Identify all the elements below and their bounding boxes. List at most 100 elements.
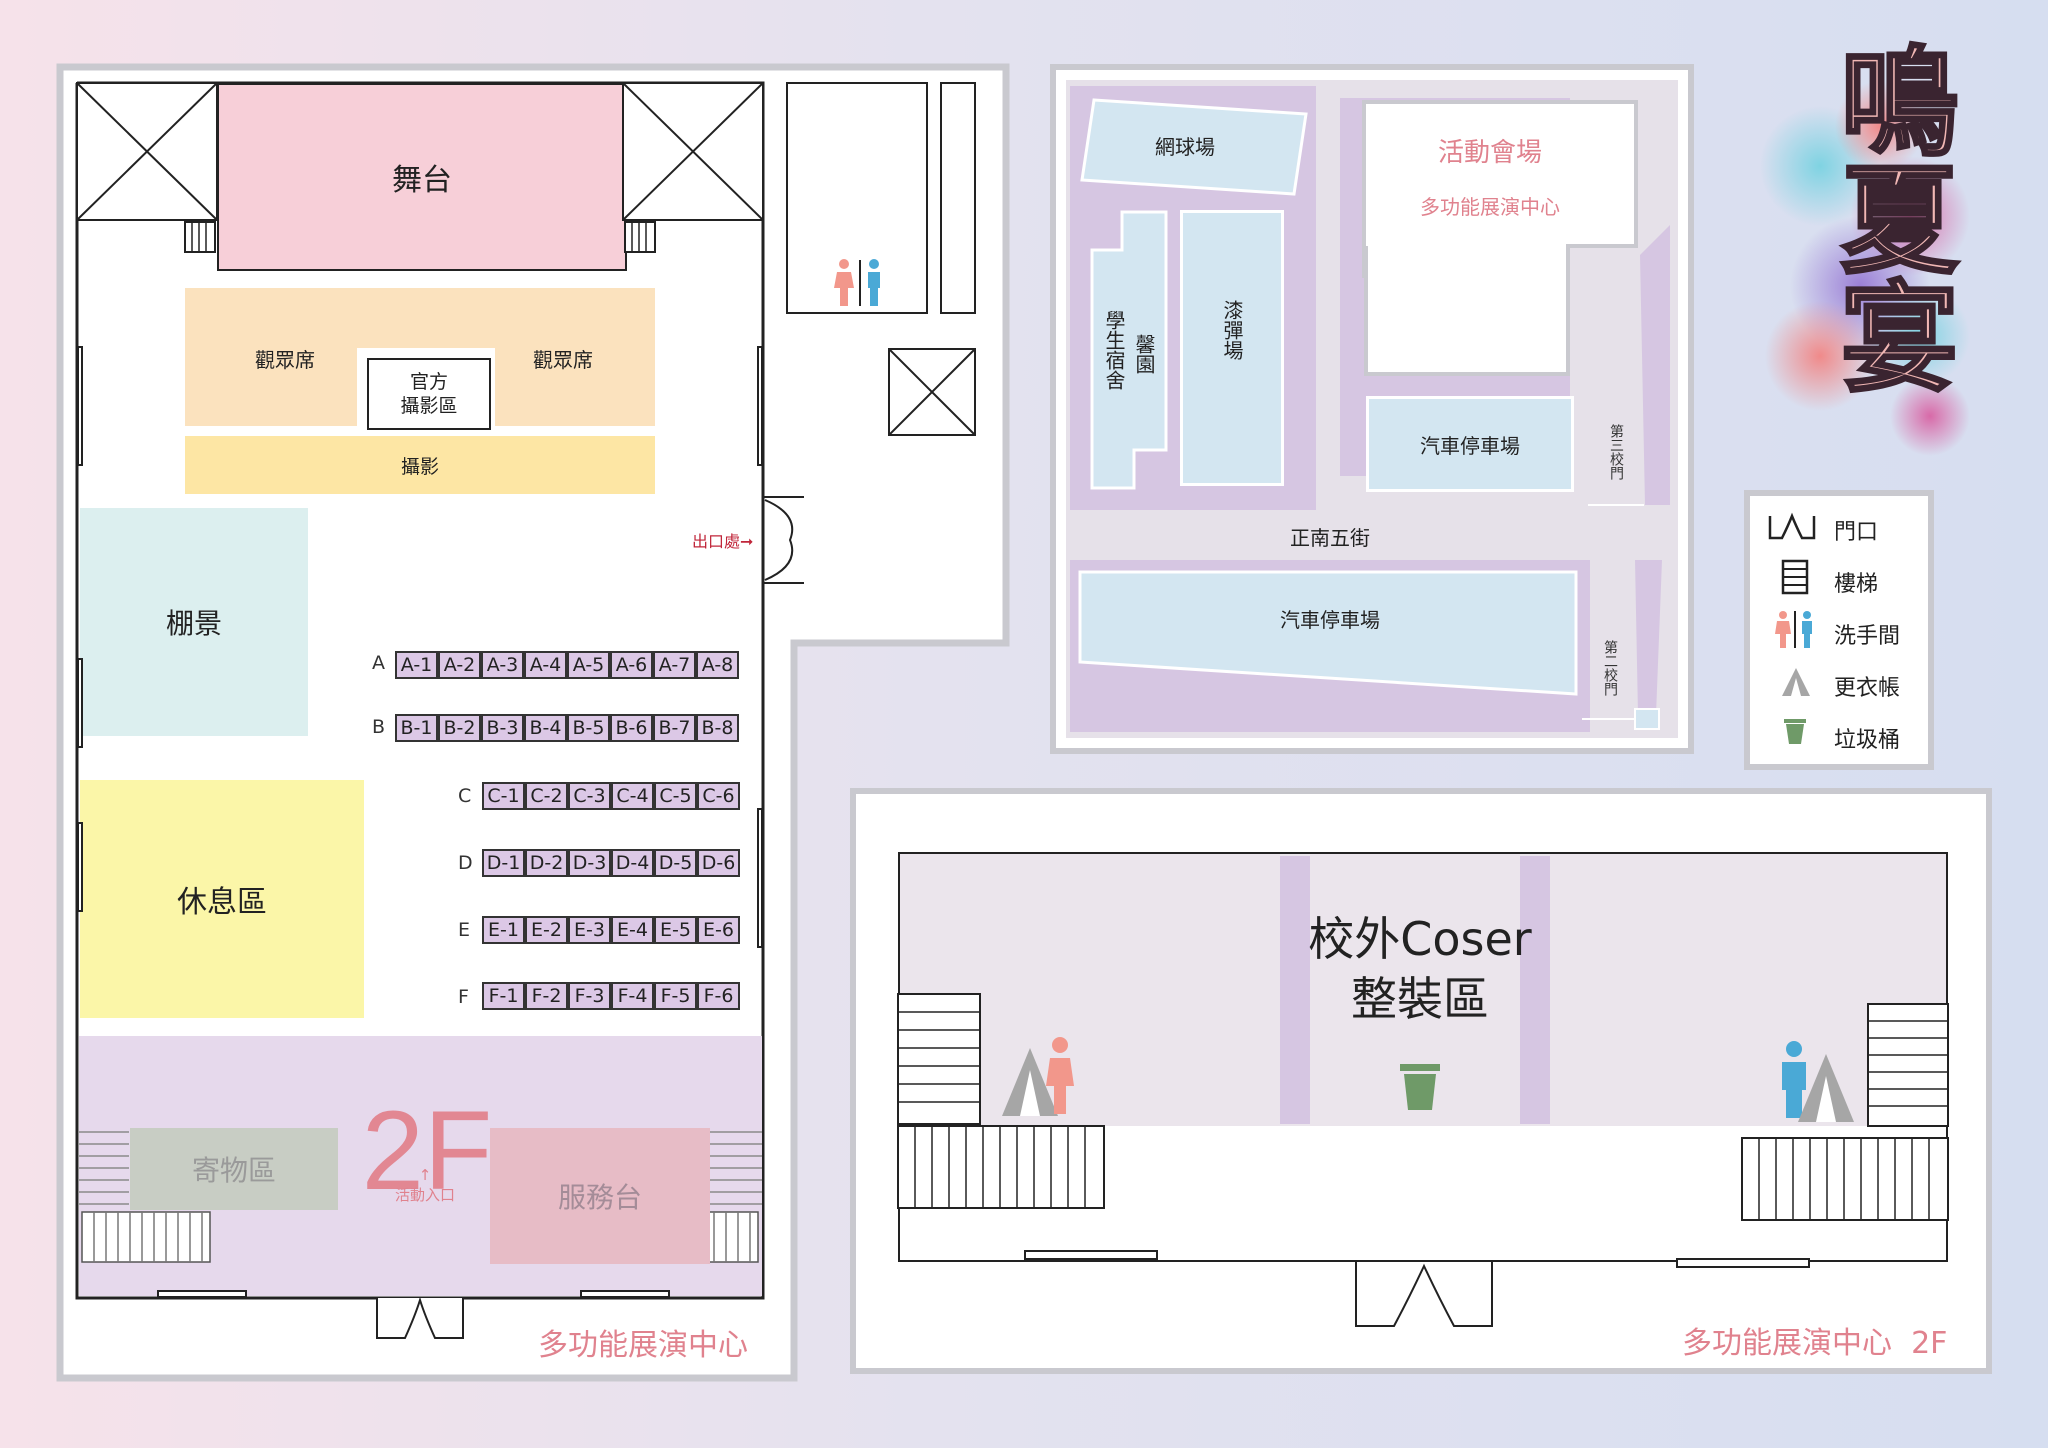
- floor2-caption: 多功能展演中心 2F: [1682, 1326, 1948, 1361]
- booth-row-a-label: A: [372, 652, 385, 674]
- tent-icon: [1798, 1054, 1854, 1122]
- booth-b-5[interactable]: B-5: [567, 714, 610, 742]
- booth-c-6[interactable]: C-6: [697, 782, 740, 810]
- booth-row-e-label: E: [458, 919, 471, 941]
- booth-b-3[interactable]: B-3: [481, 714, 524, 742]
- stage-stairs-left: [184, 221, 216, 253]
- stage-stairs-right: [624, 221, 656, 253]
- booth-b-8[interactable]: B-8: [696, 714, 739, 742]
- booth-b-6[interactable]: B-6: [610, 714, 653, 742]
- booth-d-6[interactable]: D-6: [697, 849, 740, 877]
- booth-f-4[interactable]: F-4: [611, 982, 654, 1010]
- legend-stairs-label: 樓梯: [1834, 572, 1879, 597]
- bottom-wall-mark: [157, 1290, 247, 1298]
- booth-f-5[interactable]: F-5: [654, 982, 697, 1010]
- booth-c-3[interactable]: C-3: [568, 782, 611, 810]
- booth-a-1[interactable]: A-1: [395, 651, 438, 679]
- booth-e-5[interactable]: E-5: [654, 916, 697, 944]
- booth-a-5[interactable]: A-5: [567, 651, 610, 679]
- backdrop-label: 棚景: [165, 607, 222, 640]
- official-photo-label: 官方 攝影區: [400, 371, 458, 417]
- booth-a-4[interactable]: A-4: [524, 651, 567, 679]
- locker-label: 寄物區: [191, 1154, 276, 1187]
- floor2-stairs-left-lower: [897, 1125, 1105, 1209]
- booth-a-6[interactable]: A-6: [610, 651, 653, 679]
- booth-f-6[interactable]: F-6: [697, 982, 740, 1010]
- booth-row-f-label: F: [458, 986, 469, 1008]
- paintball-building: [1180, 210, 1284, 486]
- booth-row-d-label: D: [458, 852, 473, 874]
- restroom-icon: [834, 259, 880, 306]
- stage-area: 舞台: [217, 83, 627, 271]
- booth-c-5[interactable]: C-5: [654, 782, 697, 810]
- locker-area: 寄物區: [130, 1128, 338, 1210]
- restroom-room: [786, 82, 928, 314]
- exit-door-icon: [763, 496, 804, 584]
- booth-b-2[interactable]: B-2: [438, 714, 481, 742]
- booth-a-3[interactable]: A-3: [481, 651, 524, 679]
- booth-row-b-label: B: [372, 716, 386, 738]
- booth-f-1[interactable]: F-1: [482, 982, 525, 1010]
- female-restroom-icon: [1046, 1037, 1074, 1114]
- booth-row-c-label: C: [458, 785, 472, 807]
- left-wall-mark: [77, 822, 83, 912]
- booth-d-4[interactable]: D-4: [611, 849, 654, 877]
- left-wall-mark: [77, 346, 83, 466]
- booth-d-3[interactable]: D-3: [568, 849, 611, 877]
- booth-d-1[interactable]: D-1: [482, 849, 525, 877]
- paintball-label: 漆彈場: [1220, 300, 1244, 360]
- floor-2f-mark: 2F: [361, 1087, 493, 1213]
- booth-e-2[interactable]: E-2: [525, 916, 568, 944]
- trash-icon: [1784, 719, 1806, 744]
- booth-e-6[interactable]: E-6: [697, 916, 740, 944]
- booth-a-8[interactable]: A-8: [696, 651, 739, 679]
- booth-b-1[interactable]: B-1: [395, 714, 438, 742]
- trash-icon: [1400, 1064, 1440, 1110]
- restroom-icon: [1775, 611, 1812, 648]
- floor2-title-line1: 校外Coser: [1308, 912, 1532, 966]
- parking-bottom-label: 汽車停車場: [1280, 607, 1380, 632]
- main-door-icon: [376, 1296, 464, 1339]
- booth-d-5[interactable]: D-5: [654, 849, 697, 877]
- dorm-building: [1090, 210, 1168, 490]
- exit-label: 出口處➞: [692, 532, 754, 551]
- booth-b-4[interactable]: B-4: [524, 714, 567, 742]
- booth-row-a: A-1 A-2 A-3 A-4 A-5 A-6 A-7 A-8: [395, 651, 739, 679]
- venue-label: 活動會場: [1437, 137, 1542, 168]
- booth-a-7[interactable]: A-7: [653, 651, 696, 679]
- right-wall-mark: [757, 346, 763, 466]
- booth-c-4[interactable]: C-4: [611, 782, 654, 810]
- campus-road-right: [1590, 225, 1670, 715]
- floor2-wall-mark: [1676, 1258, 1810, 1268]
- gate2-line: [1582, 718, 1638, 720]
- venue-sub-label: 多功能展演中心: [1420, 194, 1560, 219]
- gate3-label: 第三校門: [1608, 424, 1624, 480]
- booth-e-3[interactable]: E-3: [568, 916, 611, 944]
- floor2-wall-mark: [1024, 1250, 1158, 1260]
- booth-e-1[interactable]: E-1: [482, 916, 525, 944]
- booth-d-2[interactable]: D-2: [525, 849, 568, 877]
- floor1-caption: 多功能展演中心: [538, 1328, 748, 1363]
- tent-icon: [1782, 668, 1810, 696]
- booth-a-2[interactable]: A-2: [438, 651, 481, 679]
- tent-icon: [1002, 1048, 1058, 1116]
- rest-area: 休息區: [80, 780, 364, 1018]
- legend-trash-label: 垃圾桶: [1834, 728, 1901, 753]
- floor2-column-left: [1280, 856, 1310, 1124]
- booth-c-1[interactable]: C-1: [482, 782, 525, 810]
- service-label: 服務台: [557, 1181, 642, 1214]
- floor2-door-icon: [1355, 1262, 1493, 1327]
- parking-top: 汽車停車場: [1366, 396, 1574, 492]
- floor2-stairs-left-upper: [897, 993, 981, 1125]
- booth-c-2[interactable]: C-2: [525, 782, 568, 810]
- venue-building: [1362, 100, 1638, 278]
- gate2-booth: [1634, 708, 1660, 730]
- lobby-stairs-left-upper: [79, 1131, 129, 1205]
- door-icon: [1768, 512, 1816, 540]
- booth-b-7[interactable]: B-7: [653, 714, 696, 742]
- booth-f-2[interactable]: F-2: [525, 982, 568, 1010]
- entrance-label: ↑ 活動入口: [394, 1166, 455, 1204]
- elevator-box: [888, 348, 976, 436]
- booth-e-4[interactable]: E-4: [611, 916, 654, 944]
- booth-f-3[interactable]: F-3: [568, 982, 611, 1010]
